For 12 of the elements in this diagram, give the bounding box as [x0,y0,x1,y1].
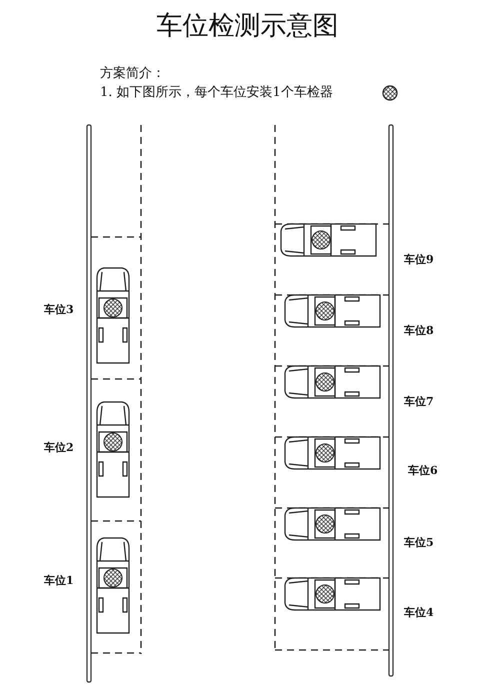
description-text: 1. 如下图所示，每个车位安装1个车检器 [100,84,333,101]
space-label: 车位3 [44,302,74,317]
space-label: 车位1 [44,573,74,588]
space-label: 车位8 [404,323,434,338]
space-label: 车位6 [408,463,438,478]
space-label: 车位9 [404,252,434,267]
space-label: 车位5 [404,535,434,550]
space-label: 车位2 [44,440,74,455]
space-label: 车位4 [404,605,434,620]
space-label: 车位7 [404,394,434,409]
description-text: 方案简介： [100,65,165,82]
title: 车位检测示意图 [156,10,340,43]
